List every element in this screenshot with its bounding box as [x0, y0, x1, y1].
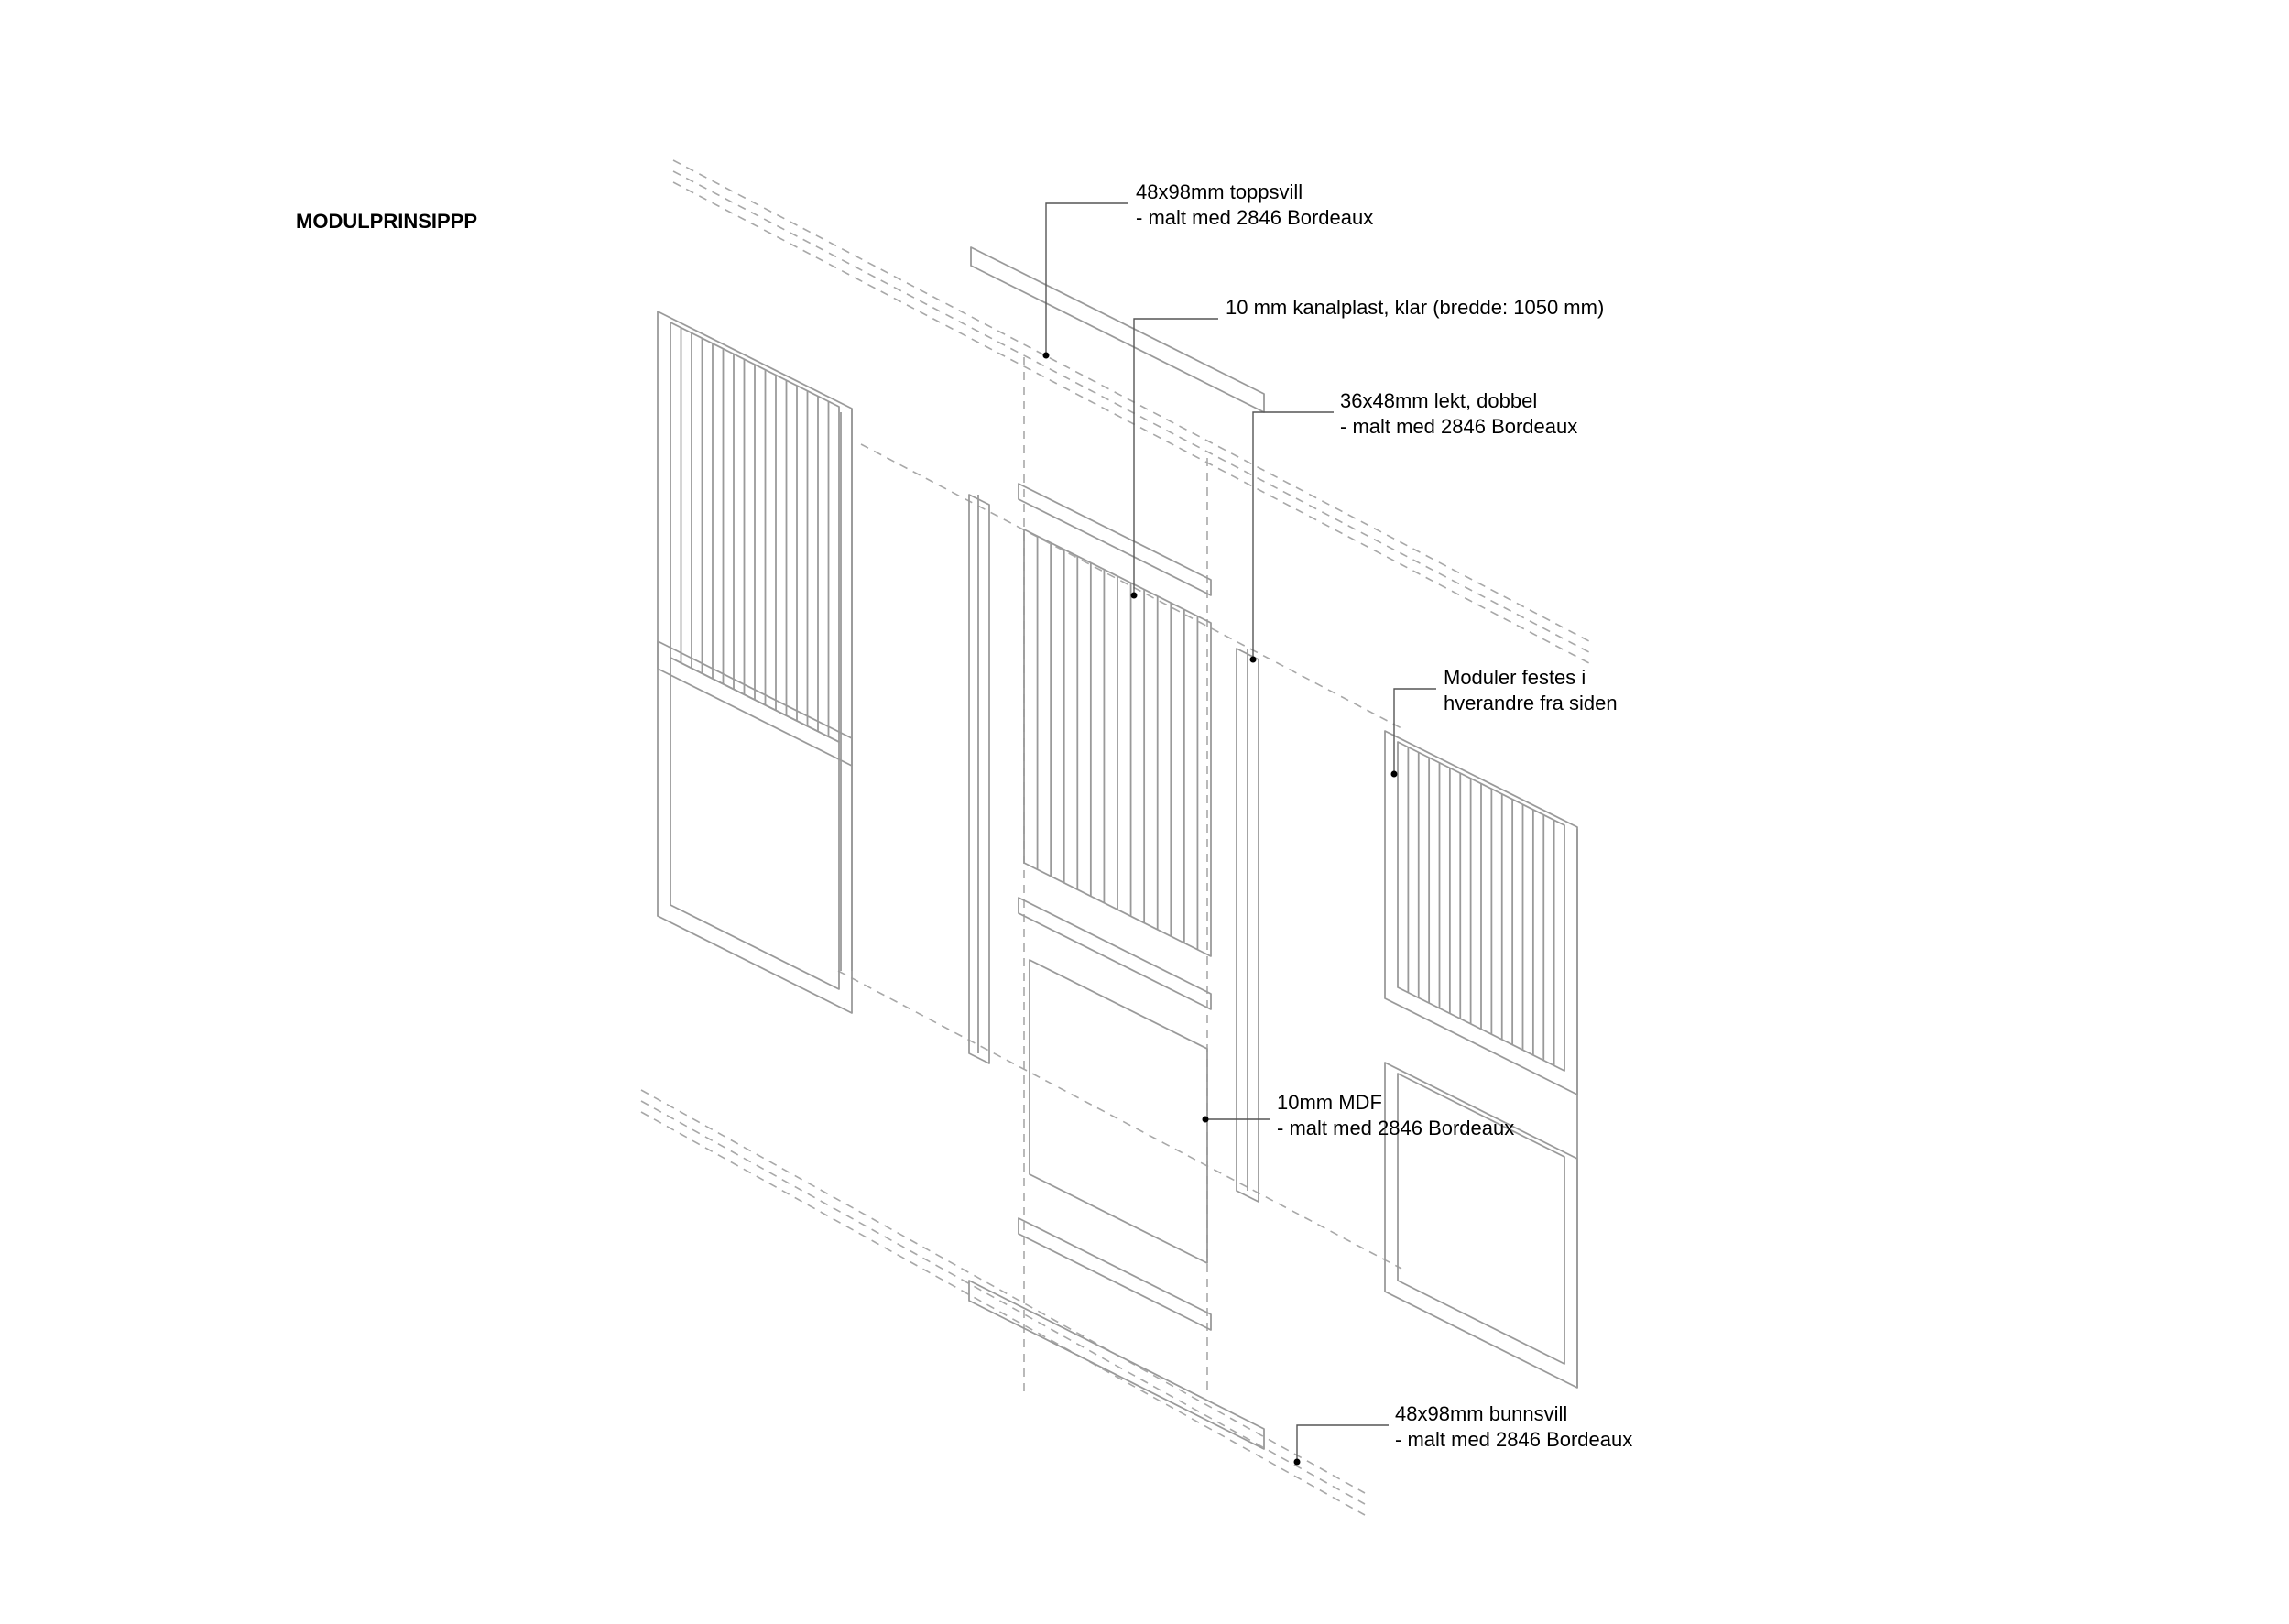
channel-plastic-panel [1023, 529, 1212, 957]
right-module-upper-inner [1397, 741, 1565, 1072]
callout-batten: 36x48mm lekt, dobbel - malt med 2846 Bor… [1340, 388, 1577, 440]
left-module-ribs [680, 327, 830, 737]
top-sill [970, 246, 1265, 413]
leader-line [1296, 1424, 1389, 1462]
channel-plastic-ribs [1036, 536, 1199, 950]
left-batten [968, 494, 990, 1064]
left-module-lower-inner [670, 657, 840, 990]
leader-line [1393, 688, 1436, 774]
page-title: MODULPRINSIPPP [296, 210, 478, 233]
callout-channel-plastic: 10 mm kanalplast, klar (bredde: 1050 mm) [1226, 295, 1604, 321]
callout-batten-line1: 36x48mm lekt, dobbel [1340, 389, 1538, 412]
dash-top-sill-axis-c [672, 181, 1590, 664]
leader-dot [1249, 656, 1257, 663]
callout-top-sill: 48x98mm toppsvill - malt med 2846 Bordea… [1136, 180, 1373, 231]
mdf-panel [1029, 959, 1208, 1264]
leader-dot [1042, 352, 1050, 359]
callout-module-joint-line2: hverandre fra siden [1444, 692, 1618, 714]
lower-rail [1018, 1217, 1212, 1331]
callout-module-joint: Moduler festes i hverandre fra siden [1444, 665, 1618, 716]
callout-module-joint-line1: Moduler festes i [1444, 666, 1586, 689]
callout-leaders [1045, 202, 1436, 1462]
callout-bottom-sill: 48x98mm bunnsvill - malt med 2846 Bordea… [1395, 1401, 1632, 1453]
callout-top-sill-line1: 48x98mm toppsvill [1136, 180, 1303, 203]
right-module-lower-inner [1397, 1073, 1565, 1365]
leader-dot [1293, 1458, 1301, 1466]
left-module-lower-frame [657, 640, 853, 1014]
alignment-dash-lines [640, 159, 1590, 1516]
right-module-ribs [1407, 747, 1555, 1066]
dash-top-sill-axis-a [672, 159, 1590, 642]
callout-top-sill-line2: - malt med 2846 Bordeaux [1136, 206, 1374, 229]
dash-bottom-sill-axis-a [640, 1089, 1366, 1494]
callout-mdf-line2: - malt med 2846 Bordeaux [1277, 1117, 1515, 1139]
leader-dot [1202, 1116, 1209, 1123]
module-parts [657, 246, 1578, 1450]
dash-bottom-sill-axis-b [640, 1100, 1366, 1505]
callout-channel-plastic-line1: 10 mm kanalplast, klar (bredde: 1050 mm) [1226, 296, 1605, 319]
upper-rail [1018, 483, 1212, 596]
right-batten [1236, 648, 1259, 1203]
leader-line [1133, 318, 1218, 595]
callout-bottom-sill-line2: - malt med 2846 Bordeaux [1395, 1428, 1633, 1451]
bottom-sill [968, 1280, 1265, 1450]
dash-bottom-sill-axis-c [640, 1111, 1366, 1516]
leader-line [1252, 411, 1334, 659]
leader-dot [1130, 592, 1138, 599]
callout-mdf-line1: 10mm MDF [1277, 1091, 1382, 1114]
callout-batten-line2: - malt med 2846 Bordeaux [1340, 415, 1578, 438]
callout-mdf: 10mm MDF - malt med 2846 Bordeaux [1277, 1090, 1514, 1141]
middle-rail [1018, 897, 1212, 1010]
callout-dots [1042, 352, 1398, 1466]
leader-dot [1390, 770, 1398, 778]
leader-line [1045, 202, 1128, 355]
callout-bottom-sill-line1: 48x98mm bunnsvill [1395, 1402, 1568, 1425]
dash-module-bottom [837, 970, 1402, 1270]
dash-top-sill-axis-b [672, 170, 1590, 653]
